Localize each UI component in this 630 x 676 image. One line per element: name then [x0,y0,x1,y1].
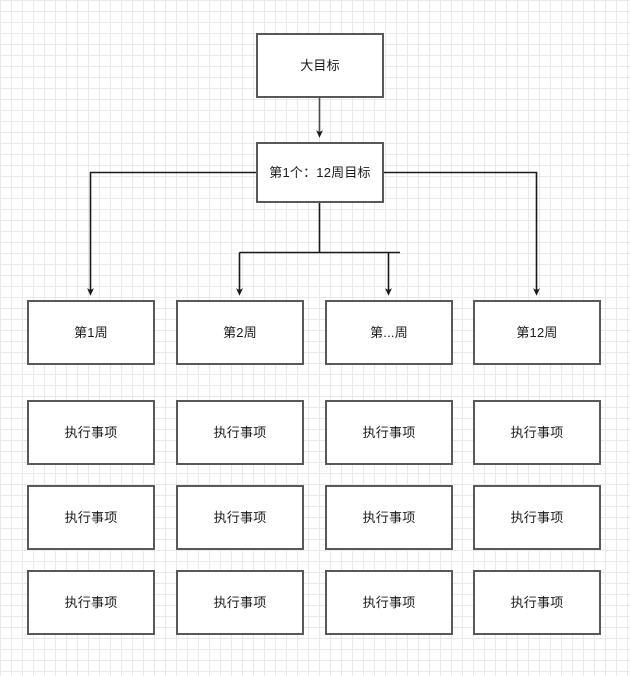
node-twelve-week-goal-label: 第1个：12周目标 [269,165,371,180]
node-week-n[interactable]: 第...周 [325,300,453,365]
node-week-2[interactable]: 第2周 [176,300,304,365]
node-twelve-week-goal[interactable]: 第1个：12周目标 [256,142,384,203]
node-action-r1-c4-label: 执行事项 [510,425,564,440]
edge-twelveweek-to-week12 [383,171,540,296]
node-action-r1-c2[interactable]: 执行事项 [176,400,304,465]
node-week-n-label: 第...周 [370,325,408,340]
node-action-r2-c4[interactable]: 执行事项 [473,485,601,550]
node-action-r1-c3-label: 执行事项 [362,425,416,440]
node-big-goal-label: 大目标 [300,58,340,73]
node-action-r2-c2-label: 执行事项 [213,510,267,525]
node-action-r3-c4[interactable]: 执行事项 [473,570,601,635]
node-action-r2-c1-label: 执行事项 [64,510,118,525]
node-action-r2-c1[interactable]: 执行事项 [27,485,155,550]
node-week-1[interactable]: 第1周 [27,300,155,365]
node-week-12[interactable]: 第12周 [473,300,601,365]
node-action-r2-c4-label: 执行事项 [510,510,564,525]
node-action-r3-c1-label: 执行事项 [64,595,118,610]
node-action-r2-c2[interactable]: 执行事项 [176,485,304,550]
node-action-r1-c3[interactable]: 执行事项 [325,400,453,465]
node-big-goal[interactable]: 大目标 [256,33,384,98]
node-action-r3-c3-label: 执行事项 [362,595,416,610]
node-action-r1-c4[interactable]: 执行事项 [473,400,601,465]
node-week-1-label: 第1周 [74,325,108,340]
node-action-r3-c2[interactable]: 执行事项 [176,570,304,635]
node-action-r3-c2-label: 执行事项 [213,595,267,610]
node-action-r3-c1[interactable]: 执行事项 [27,570,155,635]
node-action-r3-c4-label: 执行事项 [510,595,564,610]
node-action-r1-c2-label: 执行事项 [213,425,267,440]
edge-twelveweek-to-week1 [87,171,256,296]
node-action-r1-c1[interactable]: 执行事项 [27,400,155,465]
edge-twelveweek-stem [239,202,400,254]
node-action-r2-c3-label: 执行事项 [362,510,416,525]
node-week-2-label: 第2周 [223,325,257,340]
node-action-r2-c3[interactable]: 执行事项 [325,485,453,550]
node-week-12-label: 第12周 [516,325,558,340]
node-action-r1-c1-label: 执行事项 [64,425,118,440]
node-action-r3-c3[interactable]: 执行事项 [325,570,453,635]
